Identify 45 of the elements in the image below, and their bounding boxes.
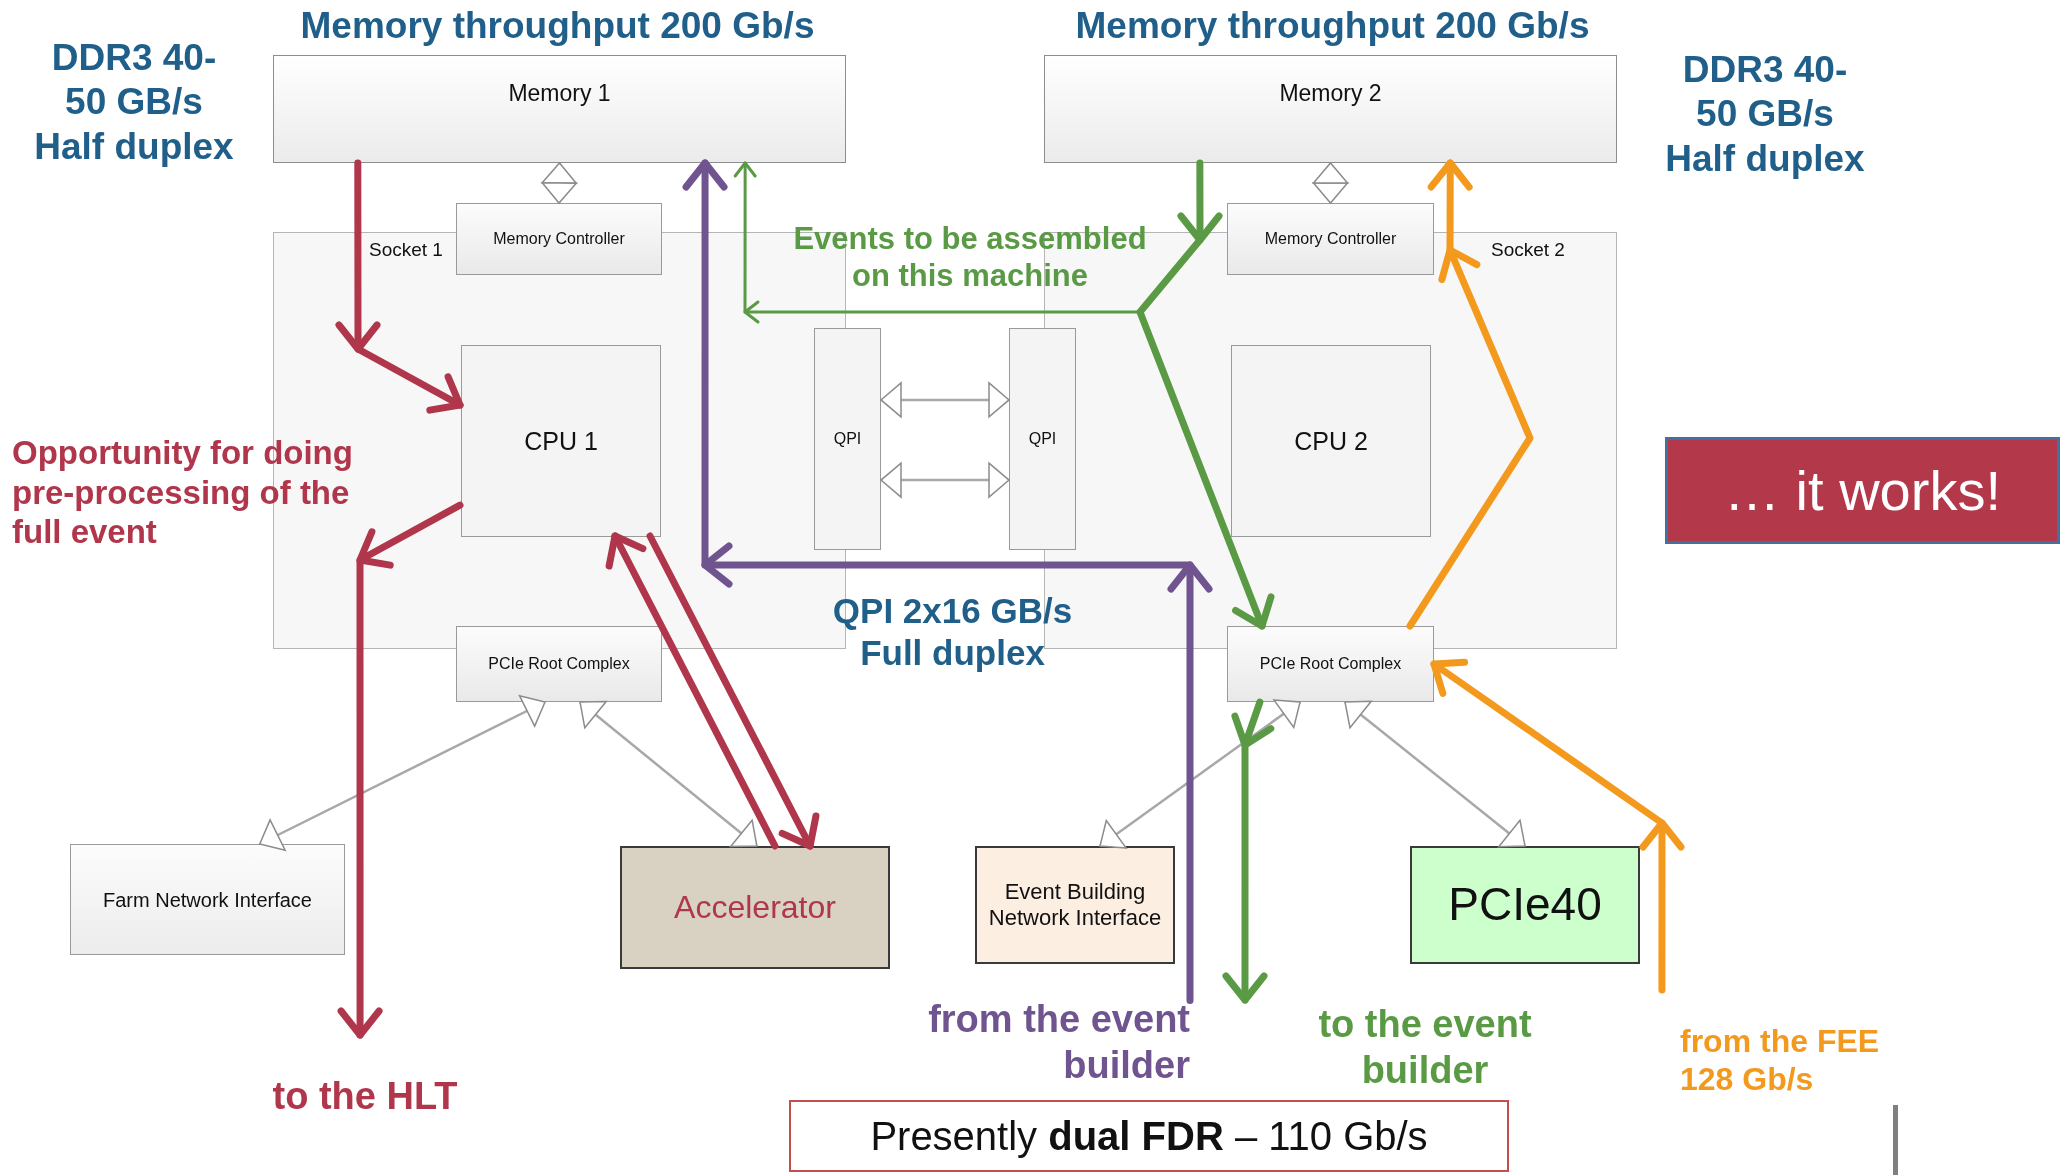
box-label: PCIe Root Complex	[487, 654, 631, 674]
cpu-box	[461, 345, 661, 537]
box-label: CPU 2	[1293, 426, 1369, 456]
interface-box	[975, 846, 1175, 964]
flow-label: to the HLT	[271, 1074, 459, 1120]
annotation-text: Events to be assembled on this machine	[792, 220, 1148, 295]
box-label: QPI	[1027, 429, 1058, 449]
controller-box	[456, 203, 662, 275]
annotation-text: Memory throughput 200 Gb/s	[299, 4, 816, 48]
box-label: Memory Controller	[492, 229, 626, 249]
box-label: PCIe40	[1447, 877, 1603, 933]
memory-box	[1044, 55, 1617, 163]
box-label: Accelerator	[673, 888, 837, 927]
flow-label: from the event builder	[927, 996, 1190, 1088]
box-label: CPU 1	[523, 426, 599, 456]
box-label: Presently dual FDR – 110 Gb/s	[869, 1113, 1429, 1160]
annotation-text: DDR3 40-50 GB/s Half duplex	[1664, 48, 1866, 181]
box-label: Memory 1	[507, 80, 612, 108]
annotation-text: DDR3 40-50 GB/s Half duplex	[33, 36, 235, 169]
box-label: Socket 1	[369, 239, 443, 262]
qpi-box	[1009, 328, 1076, 550]
annotation-text: Opportunity for doing pre-processing of the full event	[12, 433, 354, 552]
flow-label: from the FEE 128 Gb/s	[1680, 1021, 1881, 1099]
flow-label: to the event builder	[1317, 1001, 1533, 1093]
interface-box	[70, 844, 345, 955]
box-label: Socket 2	[1491, 239, 1565, 262]
annotation-text: Memory throughput 200 Gb/s	[1074, 4, 1591, 48]
memory-box	[273, 55, 846, 163]
box-label: Memory Controller	[1263, 229, 1398, 249]
banner-box	[1665, 437, 2060, 544]
box-label: Farm Network Interface	[102, 887, 313, 912]
note-box	[789, 1100, 1509, 1172]
box-label: Memory 2	[1278, 80, 1383, 108]
qpi-box	[814, 328, 881, 550]
accelerator-box	[620, 846, 890, 969]
banner-text: … it works!	[1723, 457, 2002, 524]
controller-box	[1227, 626, 1434, 702]
cpu-box	[1231, 345, 1431, 537]
box-label: PCIe Root Complex	[1258, 654, 1403, 674]
box-label: QPI	[832, 429, 863, 449]
controller-box	[456, 626, 662, 702]
annotation-text: QPI 2x16 GB/s Full duplex	[831, 590, 1074, 674]
controller-box	[1227, 203, 1434, 275]
card-box	[1410, 846, 1640, 964]
box-label: Event Building Network Interface	[987, 878, 1163, 932]
